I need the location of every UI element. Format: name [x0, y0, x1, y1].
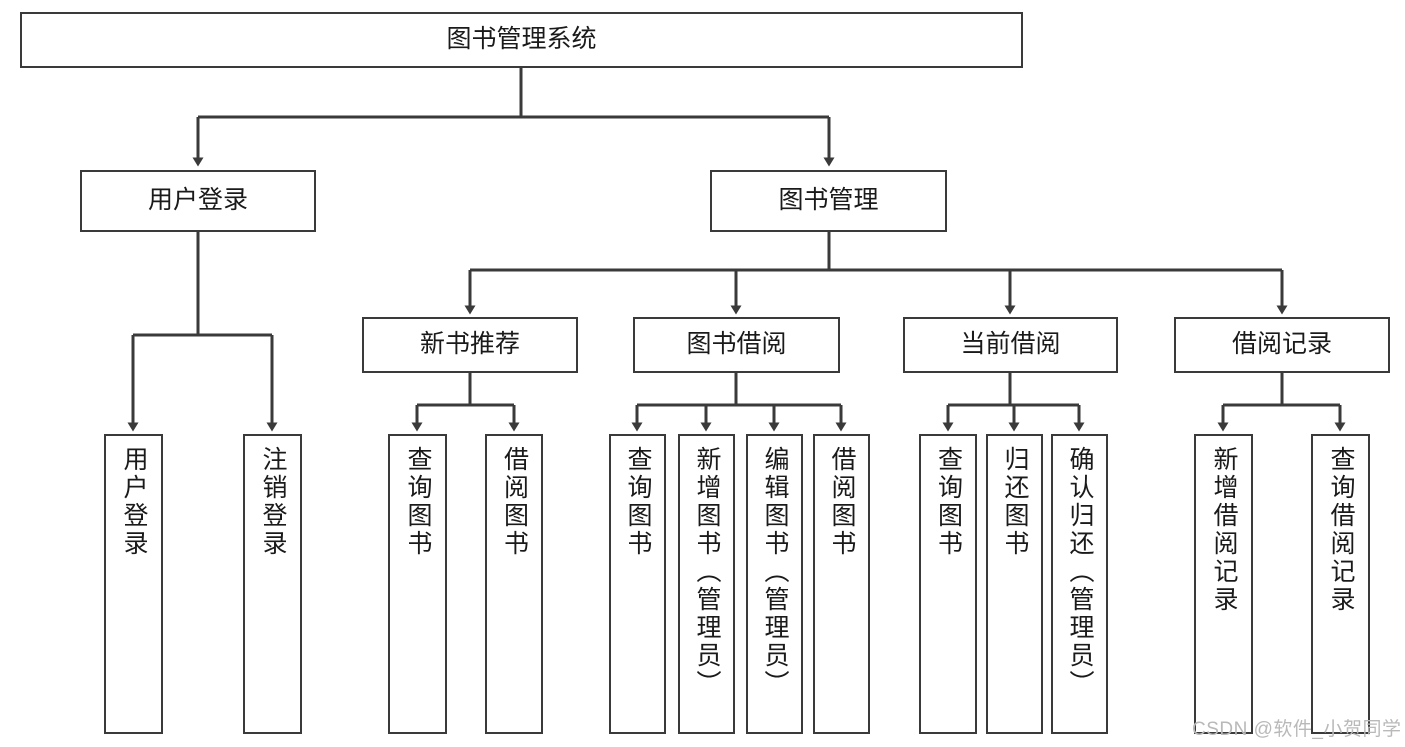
node-leaf-borrow-book-2-label: 借阅图书	[828, 446, 856, 558]
node-book-borrow-label: 图书借阅	[686, 330, 787, 359]
node-user-login-label: 用户登录	[147, 186, 248, 215]
node-leaf-add-record[interactable]: 新增借阅记录	[1194, 434, 1253, 734]
node-new-book-recommend-label: 新书推荐	[419, 330, 520, 359]
node-leaf-edit-book[interactable]: 编辑图书（管理员）	[746, 434, 803, 734]
node-leaf-query-book-1-label: 查询图书	[404, 446, 432, 558]
node-leaf-query-book-2-label: 查询图书	[624, 446, 652, 558]
node-book-borrow[interactable]: 图书借阅	[633, 317, 840, 373]
node-leaf-return-book-label: 归还图书	[1001, 446, 1029, 558]
node-book-manage[interactable]: 图书管理	[710, 170, 947, 232]
node-user-login[interactable]: 用户登录	[80, 170, 316, 232]
node-leaf-logout[interactable]: 注销登录	[243, 434, 302, 734]
node-leaf-edit-book-label: 编辑图书（管理员）	[761, 446, 789, 698]
node-leaf-confirm-return-label: 确认归还（管理员）	[1066, 446, 1094, 698]
node-current-borrow[interactable]: 当前借阅	[903, 317, 1118, 373]
watermark: CSDN @软件_小贺同学	[1192, 719, 1402, 740]
node-leaf-add-book[interactable]: 新增图书（管理员）	[678, 434, 735, 734]
node-new-book-recommend[interactable]: 新书推荐	[362, 317, 578, 373]
node-root-label: 图书管理系统	[446, 25, 597, 54]
node-leaf-borrow-book-1[interactable]: 借阅图书	[485, 434, 543, 734]
node-root[interactable]: 图书管理系统	[20, 12, 1023, 68]
node-leaf-borrow-book-2[interactable]: 借阅图书	[813, 434, 870, 734]
node-leaf-logout-label: 注销登录	[259, 446, 287, 558]
node-leaf-add-book-label: 新增图书（管理员）	[693, 446, 721, 698]
node-leaf-query-record-label: 查询借阅记录	[1327, 446, 1355, 614]
node-leaf-user-login-label: 用户登录	[120, 446, 148, 558]
node-book-manage-label: 图书管理	[778, 186, 879, 215]
node-leaf-query-book-3[interactable]: 查询图书	[919, 434, 977, 734]
node-leaf-confirm-return[interactable]: 确认归还（管理员）	[1051, 434, 1108, 734]
node-leaf-query-book-1[interactable]: 查询图书	[388, 434, 447, 734]
node-current-borrow-label: 当前借阅	[960, 330, 1061, 359]
node-leaf-borrow-book-1-label: 借阅图书	[500, 446, 529, 558]
node-leaf-query-book-3-label: 查询图书	[934, 446, 963, 558]
node-borrow-record-label: 借阅记录	[1231, 330, 1332, 359]
node-leaf-user-login[interactable]: 用户登录	[104, 434, 163, 734]
node-leaf-query-book-2[interactable]: 查询图书	[609, 434, 666, 734]
node-leaf-query-record[interactable]: 查询借阅记录	[1311, 434, 1370, 734]
node-leaf-return-book[interactable]: 归还图书	[986, 434, 1043, 734]
node-leaf-add-record-label: 新增借阅记录	[1210, 446, 1238, 614]
node-borrow-record[interactable]: 借阅记录	[1174, 317, 1390, 373]
